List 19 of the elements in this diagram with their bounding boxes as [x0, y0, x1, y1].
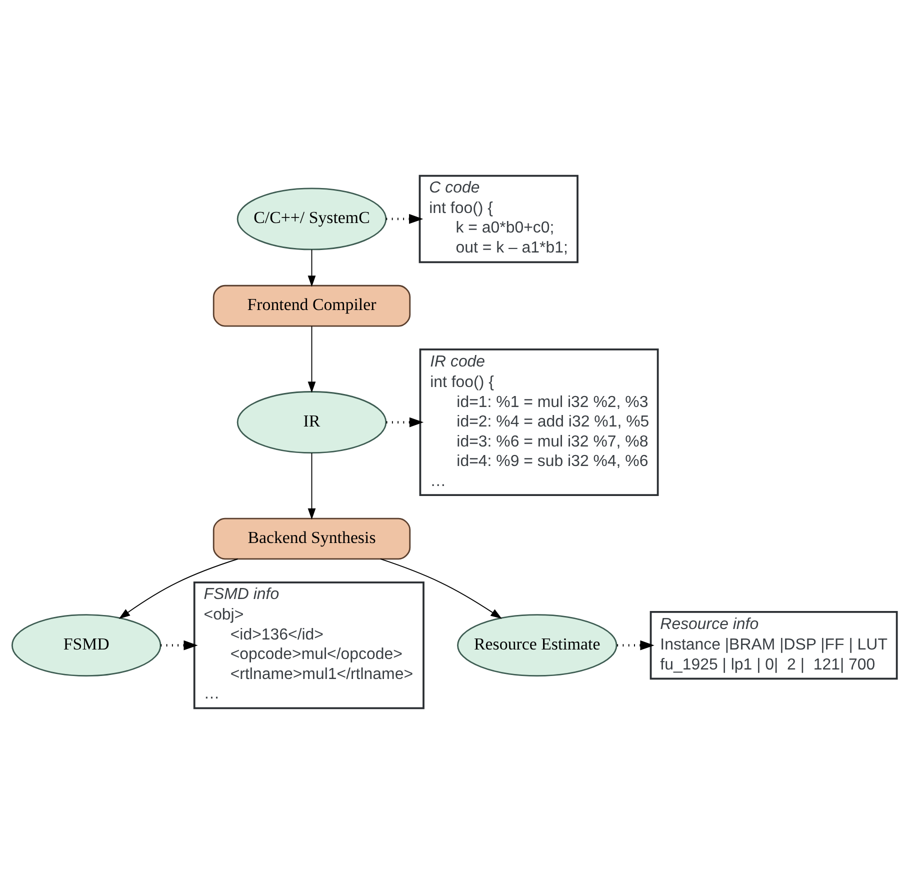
- node-box: C code int foo() { k = a0*b0+c0; out = k – a1*b1;: [418, 174, 578, 263]
- arrow: [308, 325, 316, 392]
- arrow: [308, 248, 316, 286]
- node-ellipse: IR: [236, 390, 387, 453]
- node-ellipse: FSMD: [11, 614, 162, 676]
- arrow: [308, 452, 316, 520]
- arrow: [118, 558, 238, 618]
- arrow: [380, 558, 502, 618]
- node-ellipse: C/C++/ SystemC: [236, 187, 387, 250]
- node-ellipse: Resource Estimate: [457, 614, 618, 676]
- arrow: [617, 640, 654, 650]
- node-box: Backend Synthesis: [212, 517, 411, 560]
- arrow: [386, 214, 424, 224]
- node-box: FSMD info <obj> <id>136</id> <opcode>mul</opcode> <rtlname>mul1</rtlname> …: [193, 580, 424, 709]
- arrow: [160, 640, 198, 650]
- node-box: Frontend Compiler: [212, 284, 411, 326]
- arrow: [386, 416, 424, 427]
- node-box: IR code int foo() { id=1: %1 = mul i32 %2, %3 id=2: %4 = add i32 %1, %5 id=3: %6 = mul i32 %7, %8 id=4: %9 = sub i32 %4, %6 …: [419, 348, 659, 496]
- node-box: Resource info Instance |BRAM |DSP |FF | LUT fu_1925 | lp1 | 0| 2 | 121| 700: [650, 610, 898, 680]
